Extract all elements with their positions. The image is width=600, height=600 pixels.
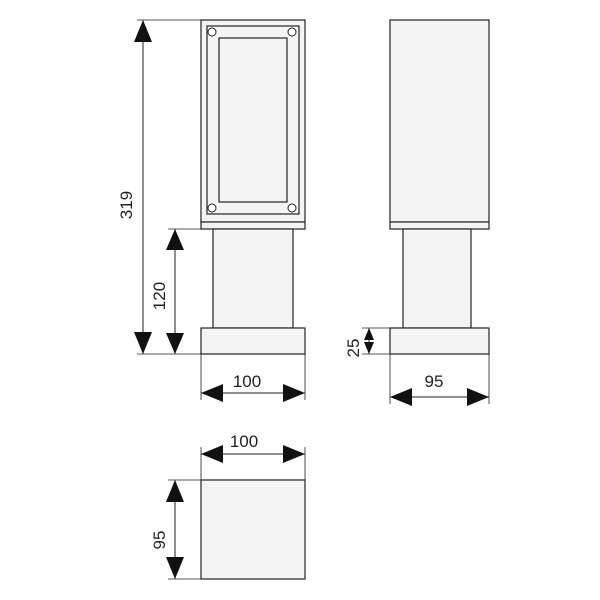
dimension-total-height: 319: [117, 19, 201, 355]
screw-icon: [287, 27, 297, 37]
dimension-base-width: 100: [200, 354, 306, 402]
dimension-label-100-front: 100: [233, 372, 261, 391]
dimension-label-95-top: 95: [150, 531, 169, 550]
front-post: [212, 228, 294, 329]
top-base-outline: [200, 479, 306, 580]
dimension-label-25: 25: [344, 339, 363, 358]
top-view: [200, 479, 306, 580]
front-head-collar: [200, 221, 306, 230]
front-view: [200, 19, 306, 355]
front-glass-panel: [218, 37, 288, 203]
dimension-label-120: 120: [150, 282, 169, 310]
side-head-collar: [389, 221, 490, 230]
dimension-label-100-top: 100: [230, 432, 258, 451]
dimension-base-height: 25: [344, 327, 390, 358]
side-base: [389, 327, 490, 355]
side-post: [402, 228, 472, 329]
dimension-top-depth: 95: [150, 479, 201, 580]
dimension-post-height: 120: [150, 228, 213, 354]
screw-icon: [287, 203, 297, 213]
side-view: [389, 19, 490, 355]
dimension-label-95-side: 95: [425, 372, 444, 391]
screw-icon: [207, 27, 217, 37]
dimension-label-319: 319: [117, 191, 136, 219]
side-head-housing: [389, 19, 490, 223]
front-base: [200, 327, 306, 355]
dimension-top-width: 100: [200, 432, 306, 480]
dimension-base-depth: 95: [389, 354, 490, 406]
screw-icon: [207, 203, 217, 213]
